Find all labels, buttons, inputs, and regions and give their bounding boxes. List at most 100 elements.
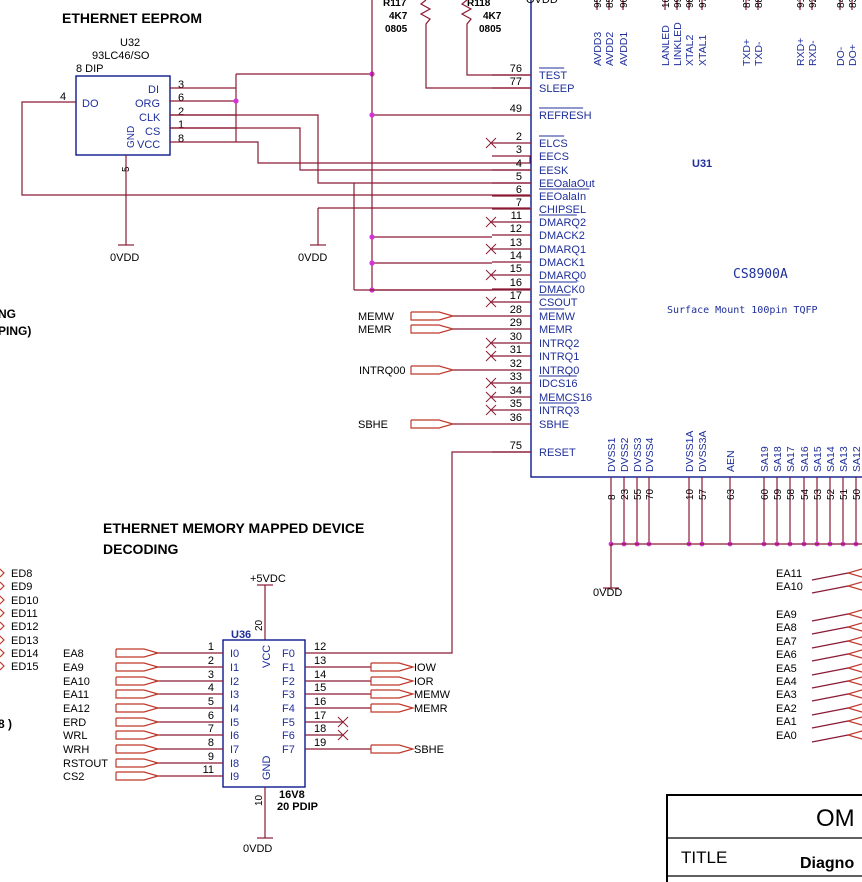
svg-text:OVDD: OVDD — [526, 0, 558, 6]
u31-pin-num: 15 — [510, 263, 522, 275]
port-ed9: ED9 — [0, 581, 32, 593]
u31-bottom-pin-num: 8 — [607, 494, 618, 500]
port-label: EA9 — [776, 609, 797, 621]
port-ea11: EA11 — [776, 568, 862, 581]
u31-cs8900a: U31 CS8900A Surface Mount 100pin TQFP 76… — [372, 0, 862, 547]
port-label: EA7 — [776, 636, 797, 648]
u31-bottom-pin-num: 59 — [773, 488, 784, 500]
u36-output-port — [370, 662, 416, 672]
port-u31-memw: MEMW — [358, 311, 492, 323]
port-ea10: EA10 — [776, 581, 862, 594]
u31-pin-label: DMACK1 — [539, 257, 585, 269]
u31-bottom-pins: 8DVSS123DVSS255DVSS370DVSS410DVSS1A57DVS… — [606, 431, 862, 547]
u31-bottom-pin-num: 52 — [826, 488, 837, 500]
u31-bottom-pin-label: SA18 — [772, 446, 784, 472]
port-label: ED12 — [11, 621, 39, 633]
u31-bottom-pin-label: SA19 — [759, 446, 771, 472]
u36-input-net: ERD — [63, 717, 86, 729]
u36-input-num: 6 — [208, 710, 214, 722]
u31-pin-num: 33 — [510, 371, 522, 383]
u36-output-net: SBHE — [414, 744, 444, 756]
port-ed10: ED10 — [0, 595, 39, 607]
u36-input-num: 11 — [203, 764, 214, 776]
u31-pin-num: 11 — [511, 210, 522, 222]
u36-input-net: EA8 — [63, 648, 84, 660]
svg-text:GND: GND — [261, 756, 273, 781]
port-u31-memr: MEMR — [358, 324, 492, 336]
u36-output-num: 19 — [314, 737, 326, 749]
u31-pin-num: 5 — [516, 171, 522, 183]
u31-pin-num: 17 — [510, 290, 522, 302]
u36-gal: +5VDC 20 U36 VCC GND 16V8 20 PDIP 10 0VD… — [63, 573, 451, 855]
port-ea8: EA8 — [776, 622, 862, 635]
port-ed15: ED15 — [0, 661, 39, 673]
u36-output-port — [370, 703, 416, 713]
u31-top-pin-label: LANLED — [660, 25, 672, 66]
port-ed8: ED8 — [0, 568, 32, 580]
u32-pin-di-num: 3 — [178, 79, 184, 91]
u32-ref: U32 — [120, 37, 140, 49]
port-flag — [410, 365, 456, 375]
u31-pin-num: 6 — [516, 184, 522, 196]
u31-top-pin-num: 95 — [593, 0, 604, 8]
u31-left-pins: 76TEST77SLEEP49REFRESH2ELCS3EECS4EESK5EE… — [372, 63, 595, 459]
u31-pin-label: CSOUT — [539, 297, 578, 309]
u36-package: 20 PDIP — [277, 801, 318, 813]
u32-pin-org: ORG — [135, 98, 160, 110]
u31-top-pin-label: XTAL2 — [684, 35, 696, 66]
u36-input-num: 7 — [208, 723, 214, 735]
u36-inputs: EA81I0EA92I1EA103I2EA114I3EA125I4ERD6I5W… — [63, 641, 239, 783]
u31-pin-num: 32 — [510, 358, 522, 370]
u36-input-label: I9 — [230, 771, 239, 783]
port-label: EA4 — [776, 676, 797, 688]
u31-bottom-pin-label: DVSS1 — [606, 437, 618, 472]
u36-input-label: I3 — [230, 689, 239, 701]
u36-output-port — [370, 689, 416, 699]
port-label: ED15 — [11, 661, 39, 673]
u31-pin-label: IDCS16 — [539, 378, 578, 390]
u36-input-net: EA12 — [63, 703, 90, 715]
u31-bottom-pin-dvss1: 8 DVSS1 — [606, 437, 618, 547]
port-ed14: ED14 — [0, 648, 39, 660]
u31-bottom-pin-label: SA16 — [799, 446, 811, 472]
port-label: EA8 — [776, 622, 797, 634]
decoding-title-line2: DECODING — [103, 541, 179, 557]
u31-bottom-pin-label: DVSS4 — [644, 437, 656, 472]
u31-top-pin-num: 83 — [848, 0, 859, 8]
u36-input-port — [115, 676, 161, 686]
u31-pin-num: 76 — [510, 63, 522, 75]
port-label: EA11 — [776, 568, 802, 580]
port-ea1: EA1 — [776, 716, 862, 729]
u36-output-label: F2 — [282, 676, 295, 688]
left-cut-text-1: NG — [0, 307, 16, 321]
u32-pin-clk: CLK — [139, 112, 161, 124]
left-cut-text-2: PING) — [0, 324, 31, 338]
u36-input-net: WRL — [63, 730, 87, 742]
u36-output-num: 13 — [314, 655, 326, 667]
u36-input-num: 4 — [208, 682, 214, 694]
u31-pin-label: MEMW — [539, 311, 576, 323]
port-ea6: EA6 — [776, 649, 862, 662]
port-label: ED11 — [11, 608, 38, 620]
u31-pin-label: REFRESH — [539, 110, 592, 122]
u31-pin-label: INTRQ1 — [539, 351, 579, 363]
u31-bottom-pin-label: SA13 — [838, 446, 850, 472]
u36-output-label: F0 — [282, 648, 295, 660]
